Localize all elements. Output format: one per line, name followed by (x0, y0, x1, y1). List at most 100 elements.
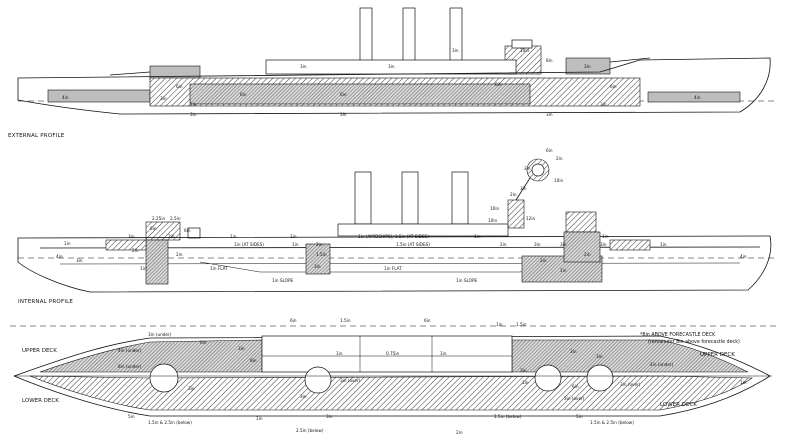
plan-label: 6in (424, 318, 431, 323)
internal-label: 1in FLAT (210, 266, 228, 271)
midships-turret-fore-plan (534, 364, 562, 392)
plan-label: 6in (200, 340, 207, 345)
plan-label: 5in (128, 414, 135, 419)
plan-label: 1in (496, 322, 503, 327)
plan-label: 1.5in (340, 318, 351, 323)
fore-turret-plan (586, 364, 614, 392)
internal-label: 3in (560, 242, 567, 247)
hull-outline-internal (17, 235, 772, 293)
internal-label: 1in (AMIDSHIPS), 1.5in (AT SIDES) (358, 234, 429, 239)
conning-tower-int (507, 199, 525, 229)
note-line-1: *8in ABOVE FORECASTLE DECK (640, 332, 716, 338)
internal-label: 2in (132, 248, 139, 253)
internal-label: 3in (524, 166, 531, 171)
internal-label: 1in (560, 268, 567, 273)
internal-label: 4in (56, 254, 63, 259)
funnel-2 (402, 7, 416, 65)
internal-label: 8in (150, 226, 157, 231)
plan-label: 3in (570, 349, 577, 354)
external-label: 3in (340, 112, 347, 117)
external-profile: 4in 3in 6in 10in 3in 8in 3in 3in 6in 3in… (8, 7, 775, 139)
plan-label: 3in (238, 346, 245, 351)
plan-label: 2.5in (below) (296, 428, 324, 433)
plan-label: 1in (522, 380, 529, 385)
midships-turret-aft-plan (304, 366, 332, 394)
midships-magazine (305, 243, 331, 275)
internal-label: 1in (230, 234, 237, 239)
internal-label: 10in (554, 178, 563, 183)
lower-deck-right-label: LOWER DECK (660, 402, 697, 408)
internal-label: 1in (474, 234, 481, 239)
external-label: 3in (388, 64, 395, 69)
plan-label: 8in (under) (118, 364, 142, 369)
fore-turret-int (565, 211, 597, 233)
deck-plan: UPPER DECK LOWER DECK UPPER DECK LOWER D… (10, 318, 780, 435)
funnel-1 (359, 7, 373, 65)
internal-label: 12in (526, 216, 535, 221)
plan-label: 1in (256, 416, 263, 421)
external-label: 3in (452, 48, 459, 53)
internal-label: 3in (314, 264, 321, 269)
plan-label: 4in (under) (118, 348, 142, 353)
upper-deck-armour (39, 339, 263, 373)
lower-deck-hatch (29, 375, 753, 411)
internal-label: 2in (510, 192, 517, 197)
upper-deck-right-label: UPPER DECK (700, 352, 735, 358)
internal-profile-caption: INTERNAL PROFILE (18, 299, 73, 305)
external-label: 3in (190, 112, 197, 117)
external-label: 6in (495, 82, 502, 87)
plan-label: 6in (290, 318, 297, 323)
internal-label: 3in (534, 242, 541, 247)
internal-label: 2in (556, 156, 563, 161)
internal-label: 3in (520, 186, 527, 191)
bridge (511, 39, 533, 49)
plan-label: 5in (576, 414, 583, 419)
external-label: 3in (584, 64, 591, 69)
plan-label: 1.5in (516, 322, 527, 327)
plan-label: 1in (336, 351, 343, 356)
internal-label: 1in FLAT (384, 266, 402, 271)
internal-label: 2.25in (152, 216, 165, 221)
internal-label: 1in (660, 242, 667, 247)
external-label: 3in (300, 64, 307, 69)
external-label: 10in (520, 48, 529, 53)
superstructure-int (337, 223, 509, 237)
internal-label: 1in SLOPE (272, 278, 293, 283)
external-label: 4in (694, 95, 701, 100)
plan-label: 3in (over) (340, 378, 361, 383)
internal-label: 4in (740, 254, 747, 259)
internal-label: 1in (64, 241, 71, 246)
internal-label: 2in (176, 252, 183, 257)
lower-deck-left-label: LOWER DECK (22, 398, 59, 404)
plan-label: 3in (300, 394, 307, 399)
plan-label: 3in (over) (620, 382, 641, 387)
plan-label: 1.5in (below) (494, 414, 522, 419)
internal-label: 1in (140, 266, 147, 271)
plan-label: 6in (572, 384, 579, 389)
plan-label: 0.75in (386, 351, 399, 356)
upper-deck-outline (13, 335, 771, 377)
belt-fore (647, 91, 741, 103)
internal-label: 1.5in (316, 252, 327, 257)
funnel-3 (449, 7, 463, 65)
plan-label: 1in (740, 380, 747, 385)
plan-label: 1.5in & 2.5in (below) (590, 420, 634, 425)
plan-label: 3in (596, 354, 603, 359)
internal-label: 3in (76, 258, 83, 263)
plan-label: 3in (520, 368, 527, 373)
internal-label-group: 6in 2in 3in 10in 2in 3in 10in 12in 10in … (56, 148, 747, 283)
external-label: 4in (62, 95, 69, 100)
internal-label: 2in (316, 242, 323, 247)
funnel-2-int (401, 171, 419, 225)
external-label: 6in (610, 84, 617, 89)
upper-deck-left-label: UPPER DECK (22, 348, 57, 354)
internal-label: 1in (292, 242, 299, 247)
funnel-3-int (451, 171, 469, 225)
internal-label: 6in (184, 228, 191, 233)
internal-label: 1in SLOPE (456, 278, 477, 283)
external-label: 6in (176, 84, 183, 89)
hull-outline-external (17, 57, 771, 115)
fore-barbette-int (563, 231, 601, 263)
internal-label: 2.5in (170, 216, 181, 221)
